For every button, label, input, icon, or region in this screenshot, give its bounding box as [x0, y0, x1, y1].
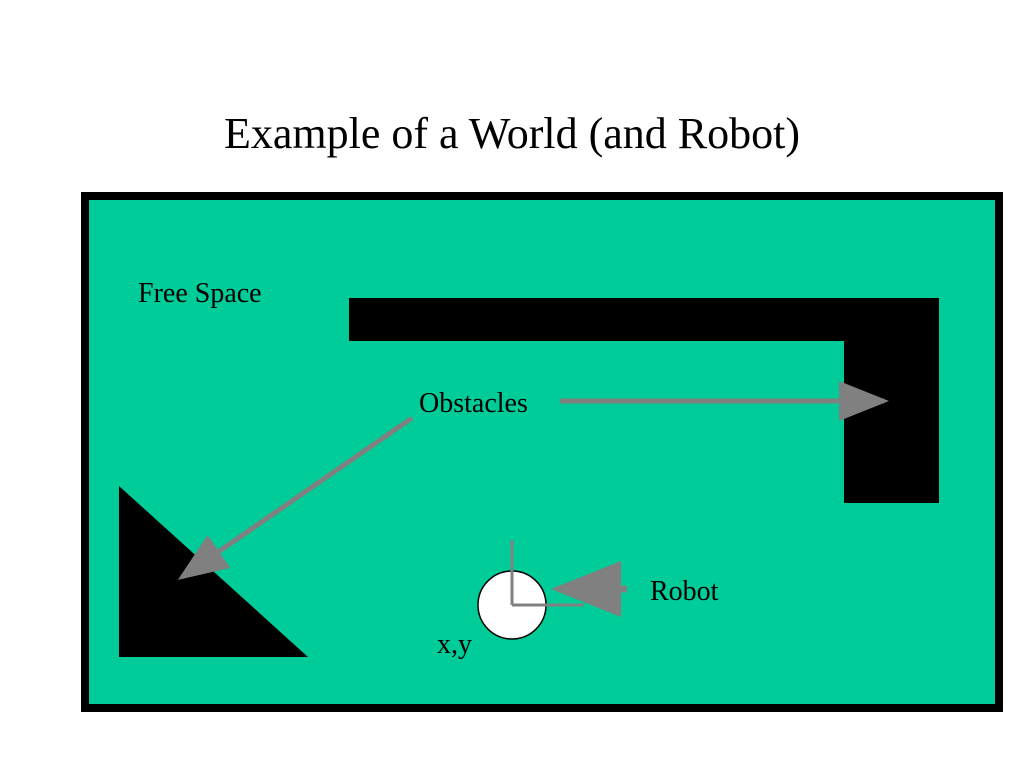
robot-position-label: x,y: [437, 629, 472, 660]
free-space-label: Free Space: [138, 278, 262, 309]
l-shaped-obstacle: [349, 298, 939, 503]
arrow-to-triangle-obstacle: [177, 415, 414, 580]
robot-label: Robot: [650, 576, 719, 607]
obstacles-label: Obstacles: [419, 388, 528, 419]
slide-title: Example of a World (and Robot): [223, 109, 801, 158]
